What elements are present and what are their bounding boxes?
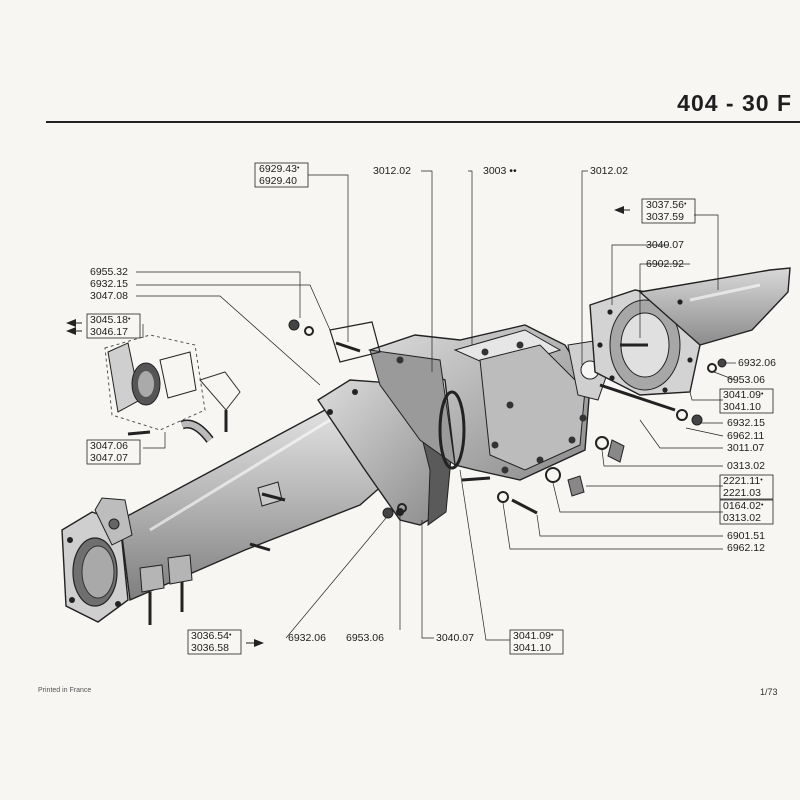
part-ref-6901-51: 6901.51 bbox=[727, 530, 765, 542]
part-ref-3040-07-top: 3040.07 bbox=[646, 239, 684, 251]
left-bearing-group bbox=[104, 319, 381, 443]
label-boxes bbox=[86, 162, 774, 655]
page-title: 404 - 30 F bbox=[677, 90, 792, 116]
part-ref-6955-32: 6955.32 bbox=[90, 266, 128, 278]
part-ref-3037-56: 3037.56• bbox=[646, 199, 687, 211]
part-ref-3037-59: 3037.59 bbox=[646, 211, 684, 223]
part-ref-2221-03: 2221.03 bbox=[723, 487, 761, 499]
differential-housing bbox=[367, 324, 591, 481]
printed-in-france-note: Printed in France bbox=[38, 687, 92, 694]
part-ref-3012-02-left: 3012.02 bbox=[373, 165, 411, 177]
part-ref-3047-08: 3047.08 bbox=[90, 290, 128, 302]
part-ref-3036-58: 3036.58 bbox=[191, 642, 229, 654]
part-ref-3046-17: 3046.17 bbox=[90, 326, 128, 338]
right-hardware bbox=[382, 358, 727, 519]
part-ref-3036-54: 3036.54• bbox=[191, 630, 232, 642]
left-axle-tube bbox=[61, 384, 401, 625]
part-ref-6929-43: 6929.43• bbox=[259, 163, 300, 175]
part-ref-3041-10-right: 3041.10 bbox=[723, 401, 761, 413]
part-ref-3041-09-bottom: 3041.09• bbox=[513, 630, 554, 642]
part-ref-6962-11: 6962.11 bbox=[727, 430, 765, 442]
header-rule bbox=[46, 121, 800, 123]
part-ref-3041-10-bottom: 3041.10 bbox=[513, 642, 551, 654]
part-ref-6932-15-left: 6932.15 bbox=[90, 278, 128, 290]
part-ref-0313-02-a: 0313.02 bbox=[727, 460, 765, 472]
leader-lines bbox=[136, 170, 736, 641]
right-axle-tube bbox=[589, 267, 791, 396]
part-ref-6953-06-right: 6953.06 bbox=[727, 374, 765, 386]
part-ref-3045-18: 3045.18• bbox=[90, 314, 131, 326]
part-ref-3003: 3003 •• bbox=[483, 165, 517, 177]
part-ref-3040-07-bottom: 3040.07 bbox=[436, 632, 474, 644]
part-ref-6932-15-right: 6932.15 bbox=[727, 417, 765, 429]
reference-arrows bbox=[66, 206, 630, 647]
part-ref-0313-02-b: 0313.02 bbox=[723, 512, 761, 524]
part-ref-6932-06-bottom: 6932.06 bbox=[288, 632, 326, 644]
part-ref-3047-07: 3047.07 bbox=[90, 452, 128, 464]
part-ref-3041-09-right: 3041.09• bbox=[723, 389, 764, 401]
part-ref-6902-92: 6902.92 bbox=[646, 258, 684, 270]
part-ref-6929-40: 6929.40 bbox=[259, 175, 297, 187]
part-ref-3012-02-right: 3012.02 bbox=[590, 165, 628, 177]
part-ref-6962-12: 6962.12 bbox=[727, 542, 765, 554]
part-ref-6953-06-bottom: 6953.06 bbox=[346, 632, 384, 644]
page-number: 1/73 bbox=[760, 687, 778, 697]
part-ref-6932-06-right: 6932.06 bbox=[738, 357, 776, 369]
part-ref-3047-06: 3047.06 bbox=[90, 440, 128, 452]
part-ref-2221-11: 2221.11• bbox=[723, 475, 763, 487]
part-ref-0164-02: 0164.02• bbox=[723, 500, 764, 512]
part-ref-3011-07: 3011.07 bbox=[727, 442, 765, 454]
